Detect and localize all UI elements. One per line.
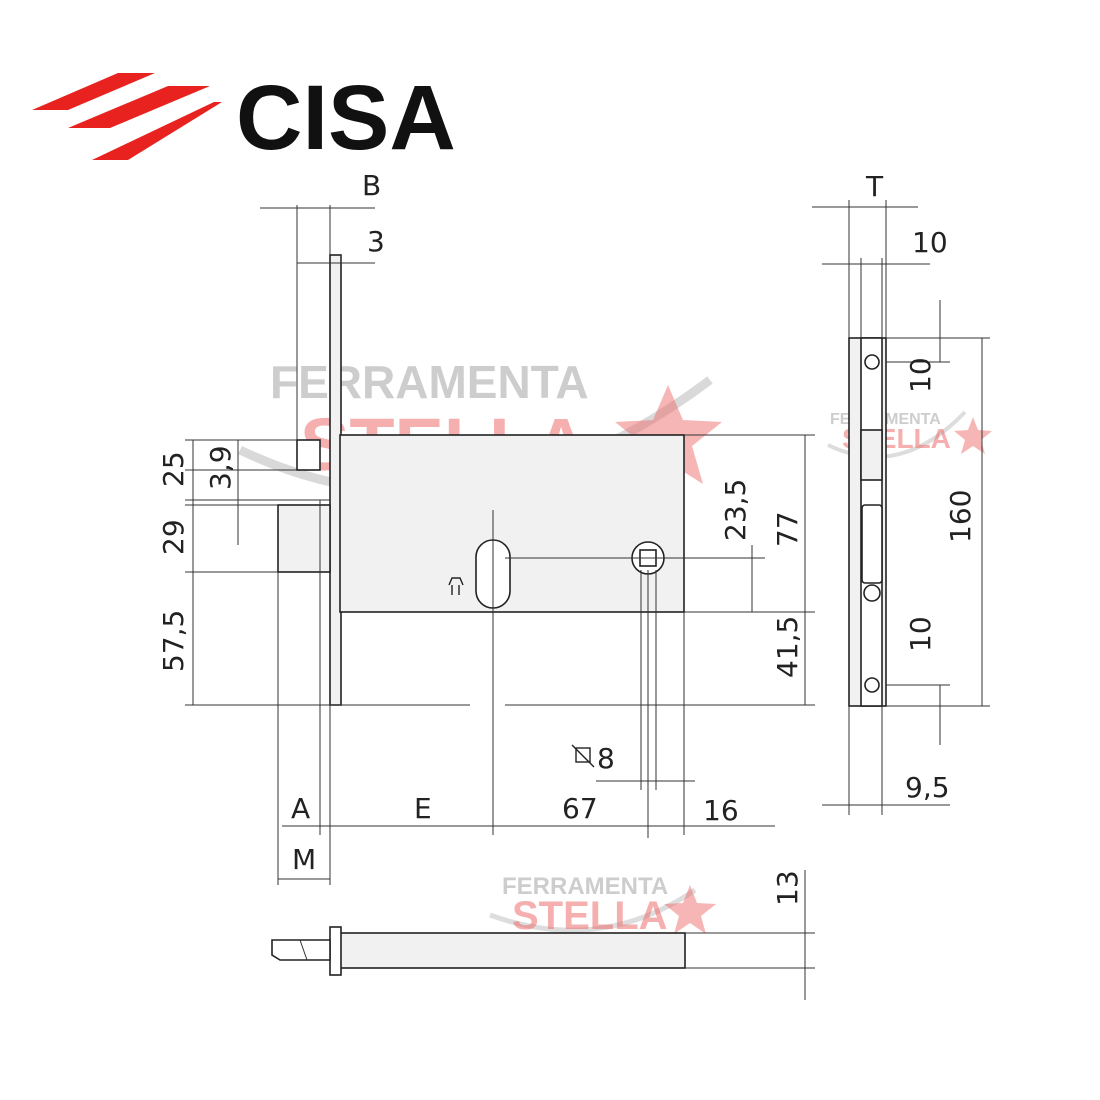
- dim-B: B: [362, 169, 381, 202]
- dim-13: 13: [771, 870, 804, 906]
- lock-body-top: [339, 932, 686, 969]
- screw-top: [864, 354, 880, 370]
- dim-41-5: 41,5: [771, 616, 804, 678]
- dim-10-a: 10: [904, 357, 937, 393]
- bolt-top: [271, 939, 331, 961]
- dim-29: 29: [157, 519, 190, 555]
- dim-23-5: 23,5: [719, 479, 752, 541]
- lock-front-view: [277, 254, 685, 706]
- svg-text:FERRAMENTA: FERRAMENTA: [502, 873, 668, 900]
- dim-25: 25: [157, 451, 190, 487]
- bottom-dimension-lines: [685, 870, 815, 1000]
- lock-bottom-view: [271, 926, 686, 976]
- dim-57-5: 57,5: [157, 610, 190, 672]
- dimension-labels: B 3 T 10 25 3,9 29 57,5 23,5 77 41,5 10 …: [157, 169, 977, 906]
- star-icon: [664, 885, 716, 934]
- dim-160: 160: [944, 490, 977, 543]
- square-spindle-icon: [571, 744, 595, 768]
- dim-10-top: 10: [912, 226, 948, 259]
- latch-bolt: [296, 439, 321, 471]
- lock-body: [339, 434, 685, 613]
- dim-T: T: [865, 170, 884, 203]
- dim-M: M: [292, 843, 316, 876]
- front-dimension-lines: [185, 205, 815, 885]
- cisa-stripes-logo-icon: [32, 73, 222, 160]
- faceplate-top: [329, 926, 342, 976]
- bolt-window: [861, 504, 883, 584]
- side-dimension-lines: [812, 200, 990, 815]
- dim-77: 77: [771, 511, 804, 547]
- screw-mid: [863, 584, 881, 602]
- lock-side-view: [848, 337, 887, 707]
- dim-3: 3: [367, 225, 385, 258]
- deadbolt: [277, 504, 331, 573]
- star-icon: [954, 417, 992, 454]
- brand-name: CISA: [236, 67, 456, 169]
- bolt-symbol-icon: [448, 577, 464, 595]
- dim-9-5: 9,5: [905, 771, 950, 804]
- watermark-bottom: FERRAMENTA STELLA: [489, 873, 716, 938]
- screw-bottom: [864, 677, 880, 693]
- svg-text:STELLA: STELLA: [512, 894, 668, 938]
- dim-67: 67: [562, 792, 598, 825]
- dim-A: A: [291, 792, 310, 825]
- dim-3-9: 3,9: [204, 445, 237, 490]
- dim-E: E: [414, 792, 432, 825]
- dim-square-8: 8: [597, 742, 615, 775]
- dim-10-b: 10: [904, 616, 937, 652]
- svg-text:FERRAMENTA: FERRAMENTA: [270, 356, 589, 408]
- latch-window: [860, 429, 883, 481]
- dim-16: 16: [703, 794, 739, 827]
